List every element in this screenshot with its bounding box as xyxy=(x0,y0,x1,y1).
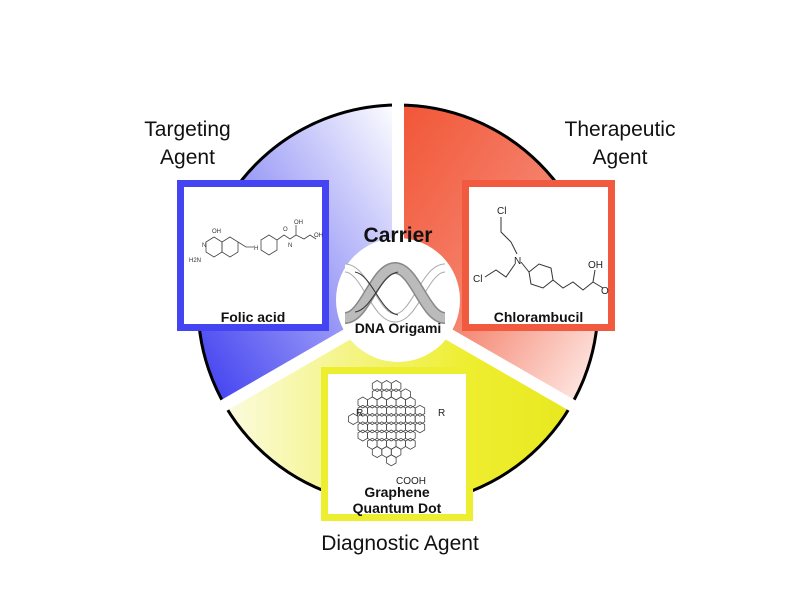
graphene-quantum-dot-box: R R COOH Graphene Quantum Dot xyxy=(321,367,473,521)
atom-label: OH xyxy=(294,220,303,226)
folic-acid-label: Folic acid xyxy=(220,309,286,325)
atom-label: N xyxy=(202,243,206,249)
label-line: Graphene xyxy=(364,484,430,500)
chlorambucil-structure: Cl Cl N OH O xyxy=(473,206,609,297)
chlorambucil-box: Cl Cl N OH O Chlorambucil xyxy=(462,180,615,331)
atom-label: OH xyxy=(212,229,221,235)
hexagon-ring xyxy=(367,404,378,417)
hexagon-ring xyxy=(376,404,387,417)
hexagon-ring xyxy=(405,413,416,425)
hexagon-ring xyxy=(414,404,426,417)
hexagon-ring xyxy=(390,380,402,392)
hexagon-ring xyxy=(381,380,392,392)
hexagon-ring xyxy=(376,421,387,434)
hexagon-ring xyxy=(371,380,383,392)
hexagon-ring xyxy=(367,429,378,442)
atom-label: O xyxy=(601,286,609,297)
hexagon-ring xyxy=(386,421,397,434)
carrier-circle xyxy=(336,238,460,362)
hexagon-ring xyxy=(405,421,416,434)
hexagon-ring xyxy=(395,396,406,409)
atom-label: COOH xyxy=(396,476,426,486)
label-line: Targeting xyxy=(144,118,231,141)
therapeutic-agent-label: Therapeutic Agent xyxy=(550,116,690,172)
atom-label: N xyxy=(288,243,292,249)
label-line: Agent xyxy=(592,146,648,169)
atom-label: Cl xyxy=(473,274,482,285)
carrier-label: Carrier xyxy=(363,224,433,247)
hexagon-ring xyxy=(395,413,406,425)
dna-origami-label: DNA Origami xyxy=(354,320,442,336)
hexagon-ring xyxy=(395,404,406,417)
hexagon-ring xyxy=(405,396,416,409)
hexagon-ring xyxy=(376,413,387,425)
atom-label: Cl xyxy=(497,206,506,217)
hexagon-ring xyxy=(405,429,416,442)
hexagon-ring xyxy=(395,421,406,434)
folic-acid-box: OH N H2N H O OH N OH Folic acid xyxy=(177,180,329,331)
label-line: Quantum Dot xyxy=(352,500,442,516)
atom-label: H xyxy=(254,246,258,252)
hexagon-ring xyxy=(386,404,397,417)
hexagon-ring xyxy=(386,429,397,442)
label-line: Agent xyxy=(160,146,215,169)
atom-label: O xyxy=(283,227,288,233)
hexagon-ring xyxy=(386,454,397,467)
hexagon-ring xyxy=(357,429,368,442)
atom-label: R xyxy=(356,408,363,419)
hexagon-ring xyxy=(386,413,397,425)
hexagon-ring xyxy=(414,413,426,425)
hexagon-ring xyxy=(386,396,397,409)
folic-acid-structure: OH N H2N H O OH N OH xyxy=(189,220,323,264)
hexagon-ring xyxy=(395,429,406,442)
atom-label: H2N xyxy=(189,258,201,264)
atom-label: OH xyxy=(314,233,323,239)
atom-label: N xyxy=(514,256,521,267)
hexagon-ring xyxy=(376,429,387,442)
hexagon-ring xyxy=(405,404,416,417)
label-line: Therapeutic xyxy=(564,118,676,141)
graphene-quantum-dot-label: Graphene Quantum Dot xyxy=(328,484,466,516)
hexagon-ring xyxy=(376,396,387,409)
atom-label: OH xyxy=(588,260,603,271)
hexagon-ring xyxy=(371,446,383,458)
chlorambucil-label: Chlorambucil xyxy=(493,309,584,325)
hexagon-ring xyxy=(405,437,416,450)
atom-label: R xyxy=(438,408,445,419)
hexagon-ring xyxy=(357,396,368,409)
targeting-agent-label: Targeting Agent xyxy=(120,116,255,172)
diagnostic-agent-label: Diagnostic Agent xyxy=(321,532,479,555)
dna-helix-icon xyxy=(343,261,447,324)
hexagon-ring xyxy=(357,421,368,434)
hexagon-ring xyxy=(414,421,426,434)
graphene-structure: R R COOH xyxy=(348,380,445,486)
hexagon-ring xyxy=(367,413,378,425)
hexagon-ring xyxy=(367,421,378,434)
hexagon-ring xyxy=(367,396,378,409)
